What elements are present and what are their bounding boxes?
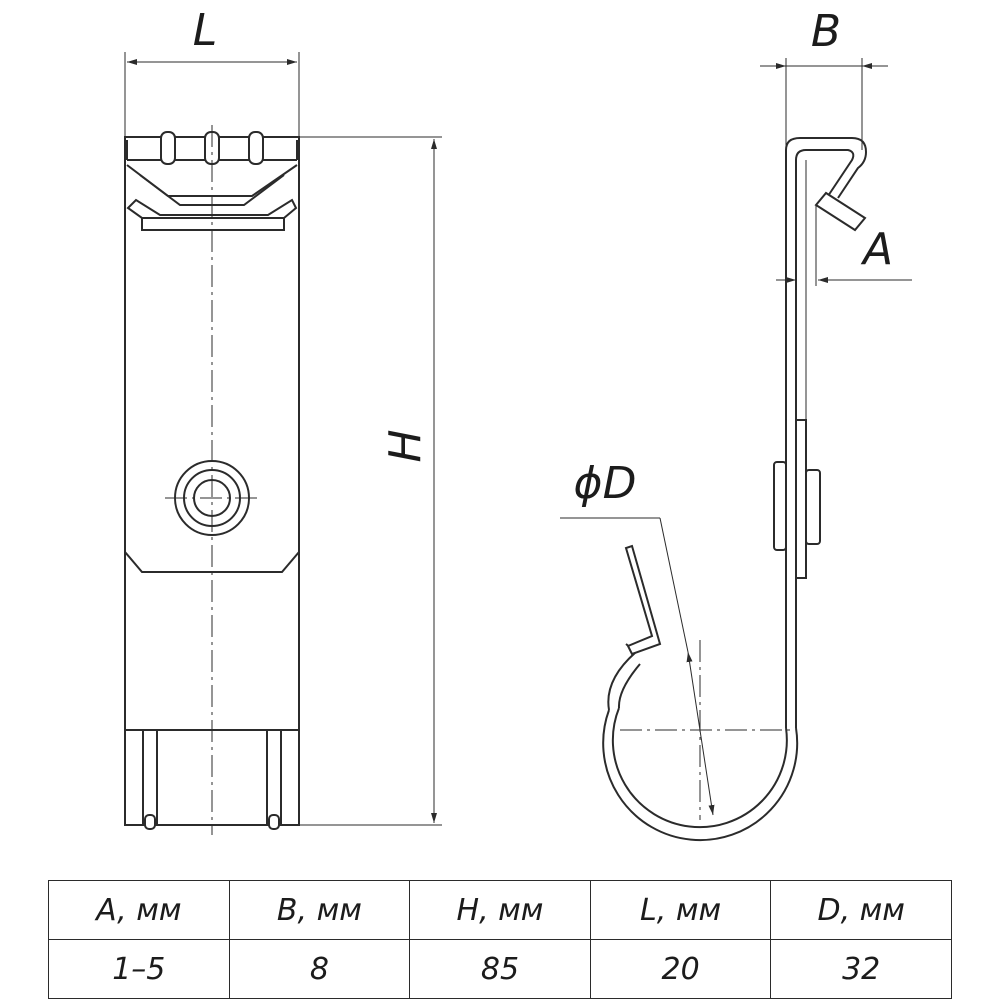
- value-A: 1–5: [48, 939, 230, 999]
- header-B: B, мм: [228, 880, 411, 940]
- label-A: A: [860, 224, 893, 275]
- dimension-L: L: [124, 5, 300, 137]
- top-slots: [160, 131, 264, 165]
- table-value-row: 1–5 8 85 20 32: [48, 939, 952, 999]
- spec-table: A, мм B, мм H, мм L, мм D, мм 1–5 8 85 2…: [48, 880, 952, 999]
- front-view: [124, 125, 300, 835]
- top-hook: [785, 137, 868, 199]
- label-H: H: [380, 429, 431, 462]
- header-D: D, мм: [770, 880, 952, 940]
- dimension-D: ϕD: [560, 458, 715, 816]
- hook-tip: [624, 544, 662, 656]
- hook-tab: [126, 198, 298, 219]
- dimension-B: B: [760, 6, 888, 150]
- label-B: B: [811, 6, 841, 57]
- value-B: 8: [228, 939, 411, 999]
- hook-clamp: [814, 191, 867, 232]
- header-A: A, мм: [48, 880, 230, 940]
- value-H: 85: [409, 939, 591, 999]
- header-L: L, мм: [589, 880, 772, 940]
- header-H: H, мм: [409, 880, 591, 940]
- table-header-row: A, мм B, мм H, мм L, мм D, мм: [48, 880, 952, 940]
- side-view: [602, 137, 868, 842]
- bottom-ribs: [142, 730, 282, 830]
- technical-drawing: L H: [124, 5, 912, 842]
- dimension-H: H: [299, 136, 442, 826]
- dimension-A: A: [776, 206, 912, 286]
- side-bolt: [773, 419, 821, 579]
- label-phiD: ϕD: [574, 458, 637, 509]
- label-L: L: [193, 5, 218, 56]
- value-L: 20: [589, 939, 772, 999]
- value-D: 32: [770, 939, 952, 999]
- j-hook-outer: [602, 709, 799, 842]
